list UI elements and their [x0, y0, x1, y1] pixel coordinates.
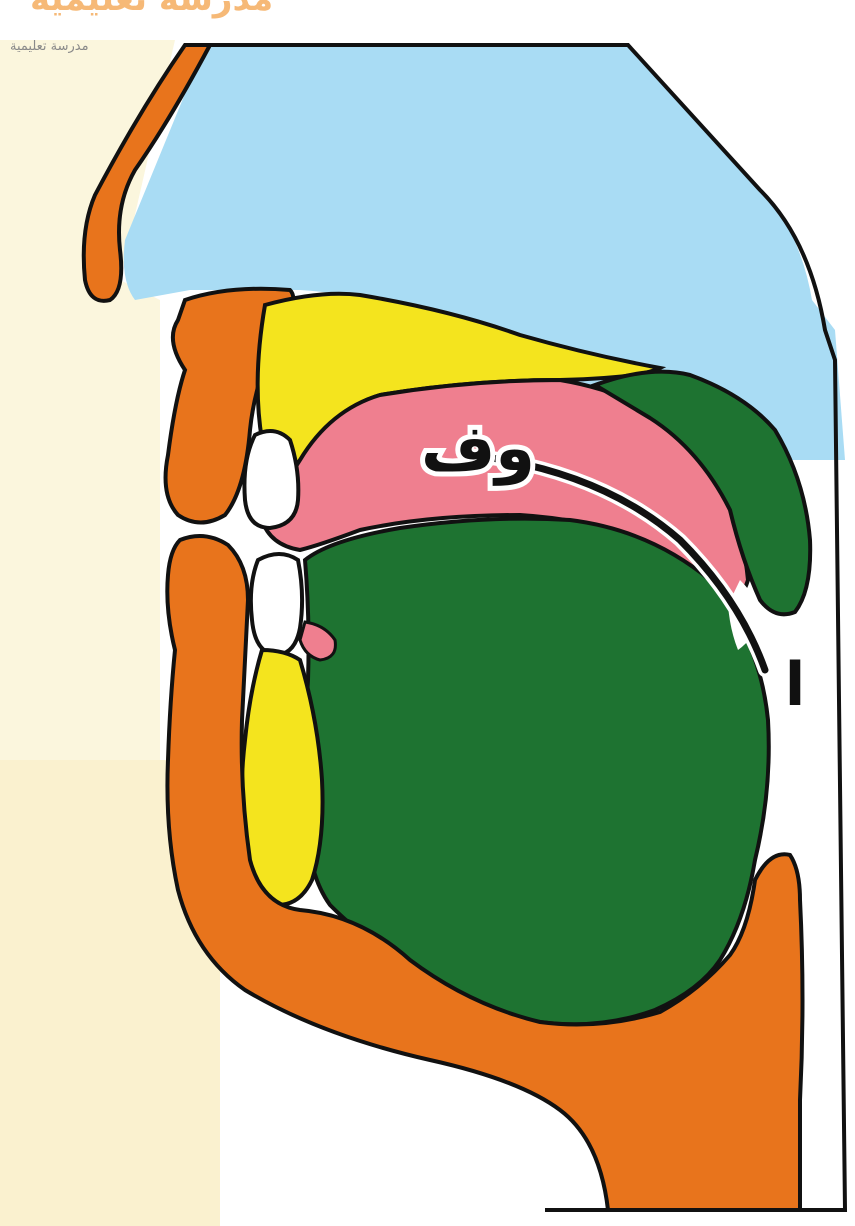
lower-teeth	[251, 554, 302, 655]
watermark-logo: مدرسة تعليمية	[30, 0, 273, 19]
label-wa: وف	[421, 412, 535, 486]
label-alif: ا	[785, 650, 806, 720]
upper-teeth	[244, 431, 298, 528]
watermark-subtitle: مدرسة تعليمية	[10, 39, 89, 54]
